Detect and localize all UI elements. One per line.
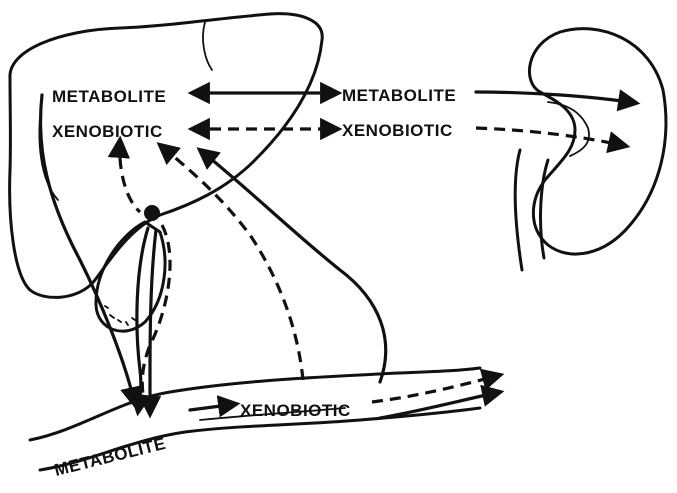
arrow-intestine-xenobiotic-out [372, 375, 500, 402]
arrow-xenobiotic-to-bile [120, 140, 140, 212]
kidney-outline [529, 29, 665, 254]
hepatic-duct-junction [144, 205, 160, 221]
arrow-intestine-metabolite-to-xenobiotic [190, 404, 236, 410]
label-kidney-metabolite: METABOLITE [342, 86, 456, 105]
liver-lobe-fissure [203, 22, 212, 70]
label-intestine-xenobiotic: XENOBIOTIC [240, 401, 351, 420]
ureter-outer [515, 150, 522, 270]
label-kidney-xenobiotic: XENOBIOTIC [342, 121, 453, 140]
bile-duct-metabolite-path-2 [150, 230, 156, 414]
arrow-intestine-to-liver-solid [200, 150, 386, 382]
label-intestine-metabolite: METABOLITE [52, 434, 167, 480]
label-liver-metabolite: METABOLITE [52, 87, 166, 106]
label-liver-xenobiotic: XENOBIOTIC [52, 122, 163, 141]
arrow-xenobiotic-into-kidney [476, 128, 626, 146]
